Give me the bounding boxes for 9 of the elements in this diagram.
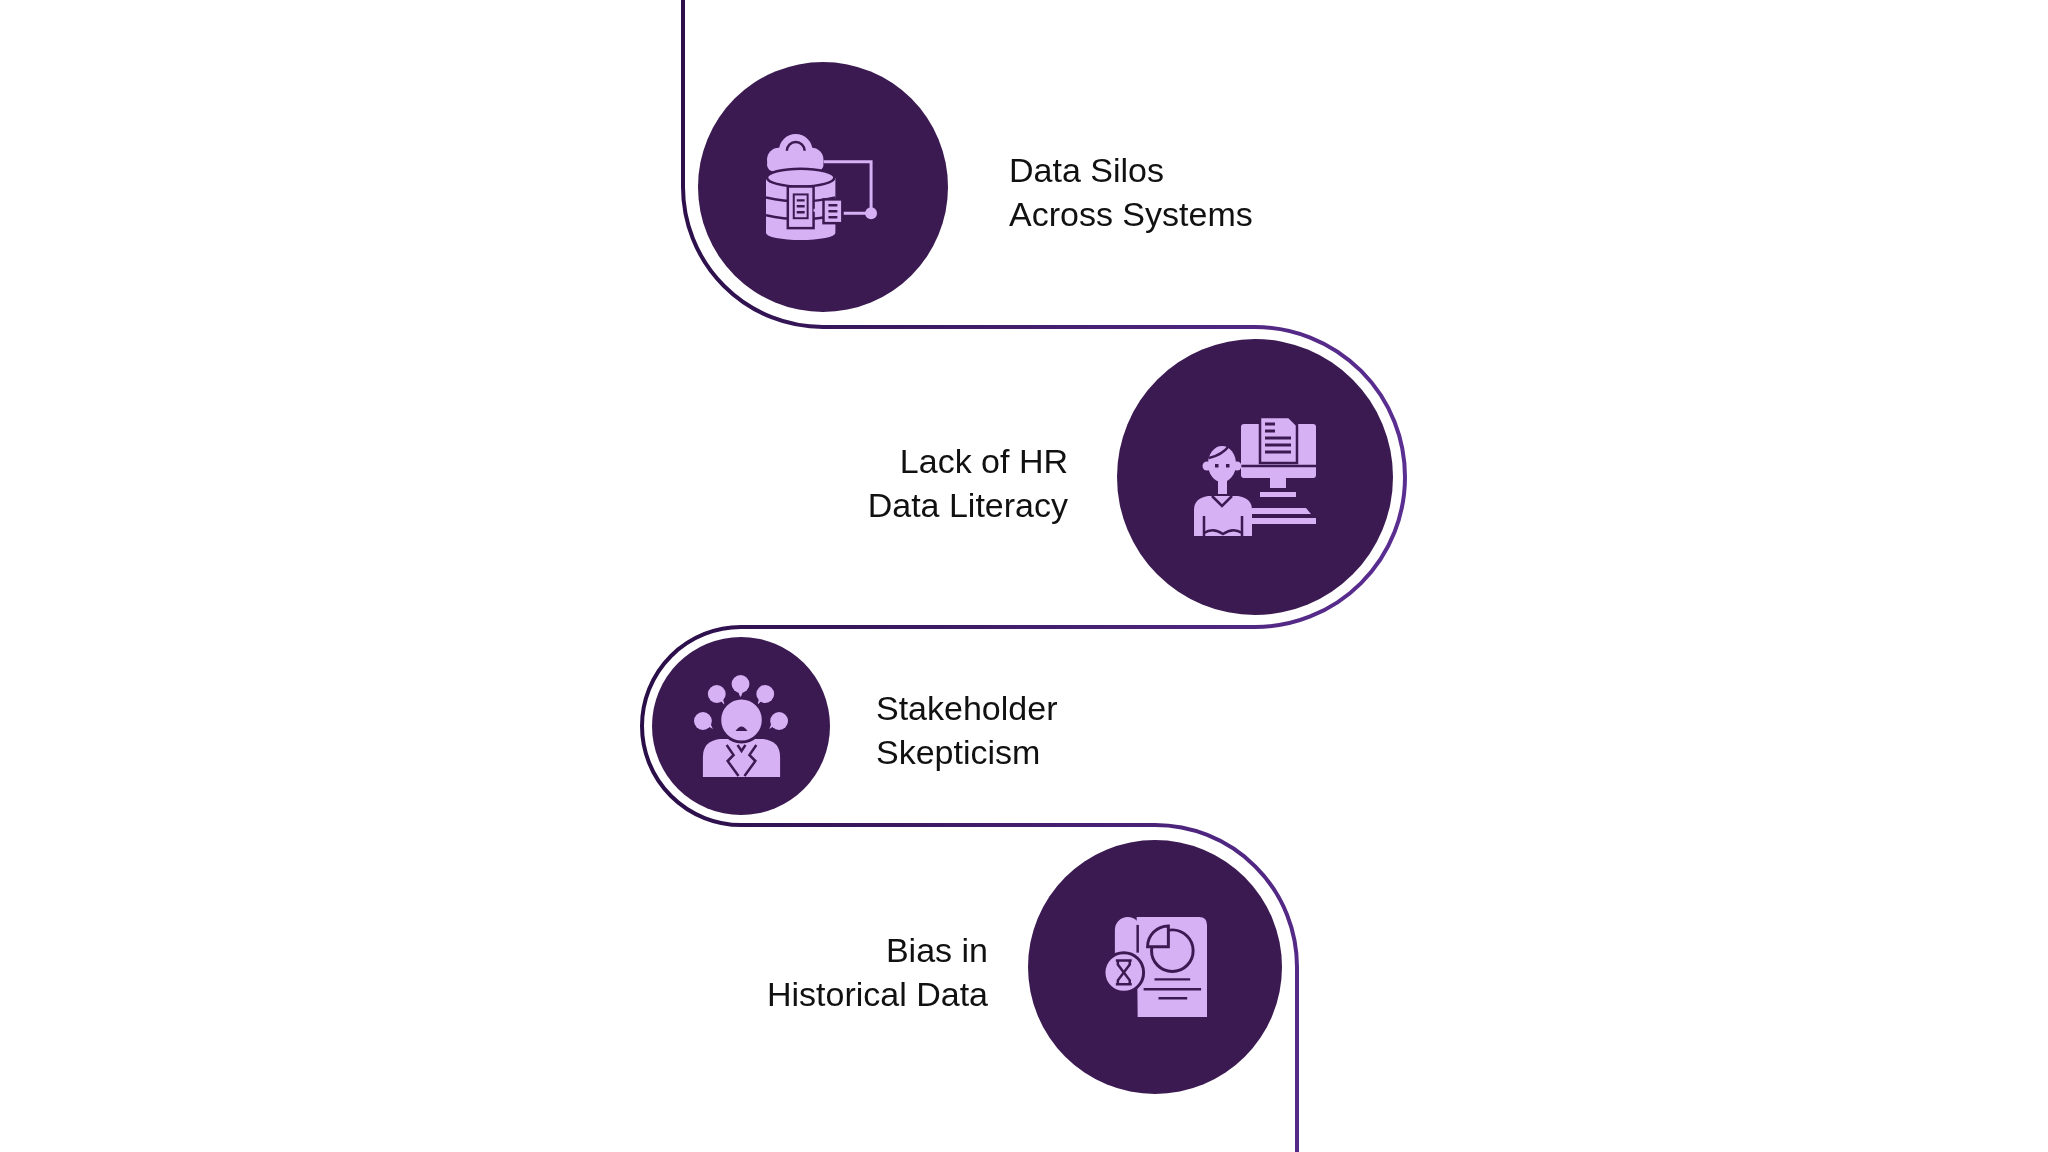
- connector-line: [640, 476, 1407, 727]
- connector-line: [1295, 967, 1299, 1152]
- step-label: Data Silos Across Systems: [1009, 150, 1254, 235]
- connector-line: [640, 725, 1299, 968]
- connector-line: [681, 0, 685, 187]
- step-label: Stakeholder Skepticism: [876, 688, 1059, 773]
- step-label: Bias in Historical Data: [765, 930, 988, 1015]
- connector-line: [681, 186, 1407, 478]
- step-label: Lack of HR Data Literacy: [866, 441, 1068, 526]
